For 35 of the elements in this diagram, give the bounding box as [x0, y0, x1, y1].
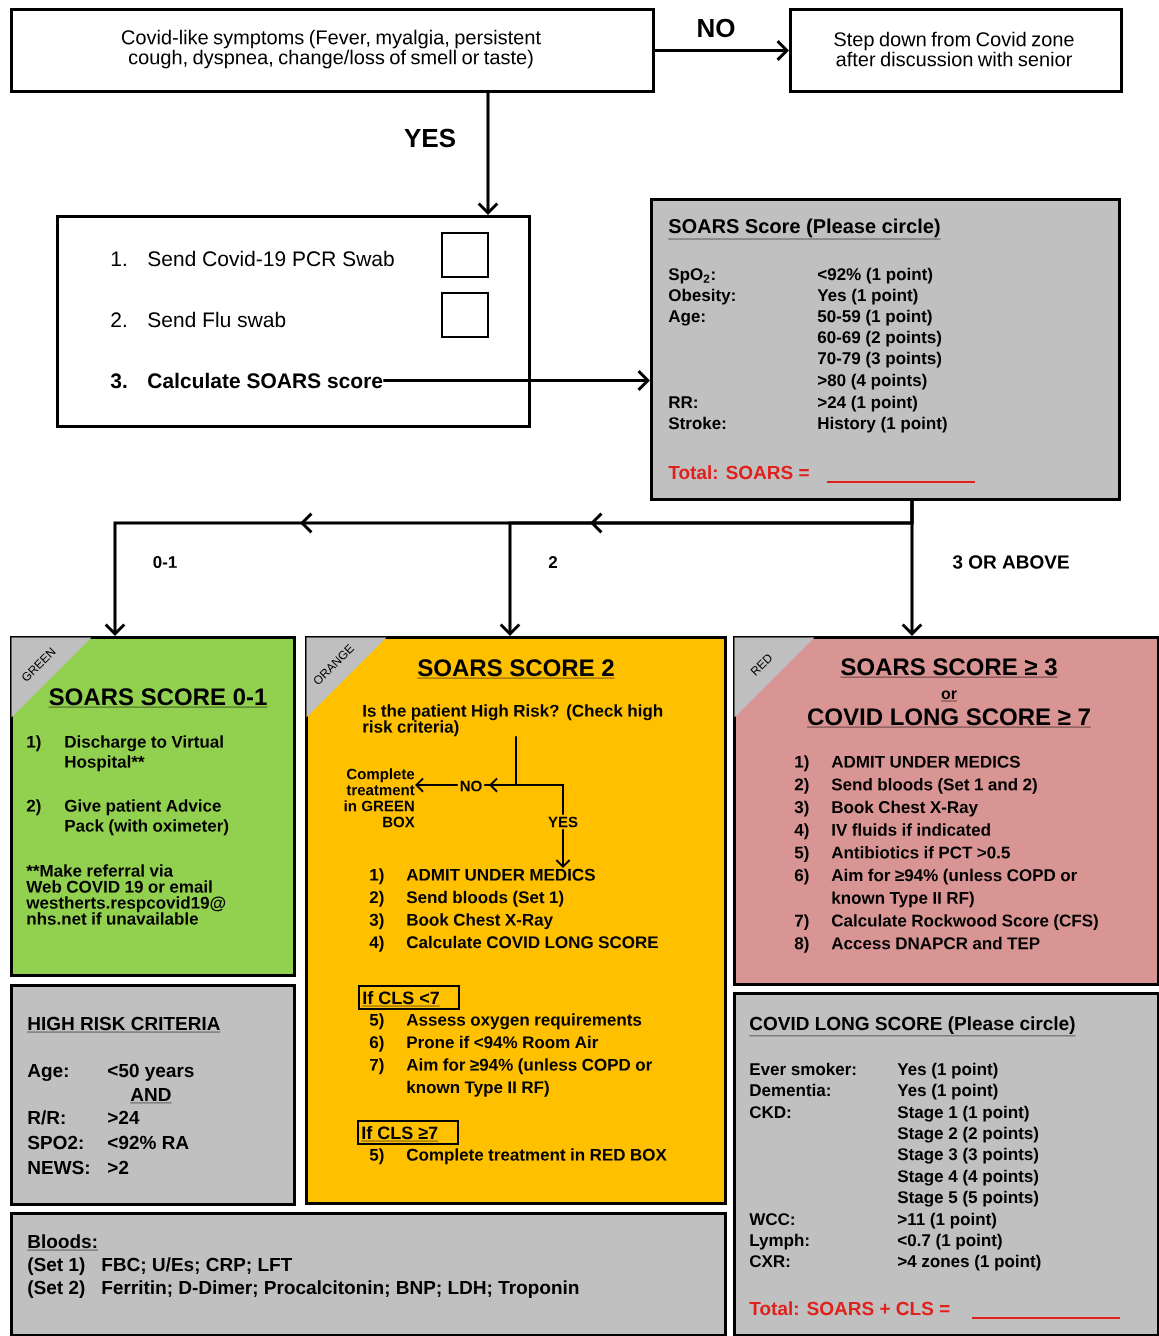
- arrow: [655, 40, 789, 61]
- node-label: Prone if <94% Room Air: [407, 1035, 599, 1049]
- node-label: 6): [369, 1035, 384, 1052]
- question-text: Is the patient High Risk? (Check high risk criteria): [363, 704, 663, 737]
- outcome-text: Complete treatment in GREEN BOX: [344, 768, 415, 828]
- node-label: Send Flu swab: [148, 311, 286, 328]
- checklist-item: 3. Calculate SOARS score: [110, 372, 383, 389]
- node-label: Complete treatment in RED BOX: [406, 1148, 667, 1165]
- edge-label: 2: [546, 554, 560, 570]
- arrow: [383, 370, 650, 391]
- condition-box: If CLS <7: [358, 985, 460, 1010]
- info-box: Bloods: (Set 1) FBC; U/Es; CRP; LFT (Set 2) Ferritin; D-Dimer; Procalcitonin; BNP; LDH; Troponin: [10, 1212, 727, 1336]
- score-box: COVID LONG SCORE (Please circle) Ever smoker: Yes (1 point) Dementia: Yes (1 point) CKD: Stage 1 (1 point) Stage 2 (2 points) Stage 3 (3 points) Stage 4 (4 points) Stage 5 (5 points) WCC: >11 (1 point) Lymph: <0.7 (1 point) CXR: >4 zones (1 point) Total: SOARS + CLS =: [733, 992, 1159, 1336]
- process-box: Step down from Covid zone after discussion with senior: [789, 8, 1123, 93]
- node-label: Aim for ≥94% (unless COPD or known Type II RF): [406, 1058, 652, 1097]
- edge-label: 3 OR ABOVE: [950, 553, 1072, 571]
- edge-label: NO: [694, 16, 738, 40]
- node-label: Assess oxygen requirements: [406, 1013, 642, 1030]
- node-label: SOARS SCORE 2: [418, 659, 614, 677]
- numbered-list: 1) ADMIT UNDER MEDICS 2) Send bloods (Set 1) 3) Book Chest X-Ray 4) Calculate COVID LONG SCORE: [369, 868, 658, 952]
- edge-label: YES: [402, 126, 458, 150]
- criteria-box: HIGH RISK CRITERIA Age: <50 years AND R/R: >24 SPO2: <92% RA NEWS: >2: [10, 984, 296, 1206]
- node-label: 5): [369, 1148, 384, 1165]
- arrow: [515, 735, 571, 868]
- condition-box: If CLS ≥7: [357, 1120, 459, 1145]
- node-label: 1.: [111, 251, 126, 267]
- node-label: 5): [369, 1013, 384, 1030]
- score-box: SOARS Score (Please circle) SpO$_{2}$: <92% (1 point) Obesity: Yes (1 point) Age: 50-59 (1 point) 60-69 (2 points) 70-79 (3 points) >80 (4 points) RR: >24 (1 point) Stroke: History (1 point) Total: SOARS =: [650, 198, 1121, 501]
- process-box: Covid-like symptoms (Fever, myalgia, persistent cough, dyspnea, change/loss of smell or taste): [10, 8, 655, 93]
- arrow: [901, 501, 923, 636]
- node-label: Send Covid-19 PCR Swab: [148, 250, 394, 267]
- edge-label: 0-1: [150, 554, 180, 571]
- arrow: [477, 93, 499, 215]
- node-label: 2.: [111, 312, 126, 328]
- node-label: 7): [370, 1058, 384, 1075]
